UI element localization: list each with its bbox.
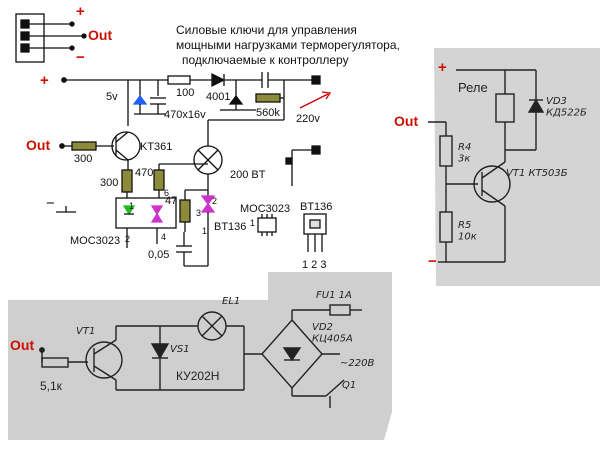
right-schematic <box>428 69 545 263</box>
title-line-2: мощными нагрузками терморегулятора, <box>176 38 400 52</box>
bottom-resistor: 5,1к <box>40 379 63 393</box>
zener-right <box>228 94 244 105</box>
title-line-1: Силовые ключи для управления <box>176 23 357 37</box>
bottom-vt1: VT1 <box>76 326 95 337</box>
ground-minus: − <box>46 195 55 212</box>
top-labels: Силовые ключи для управления мощными наг… <box>26 3 400 271</box>
resistor-470 <box>153 169 165 191</box>
pin-6: 6 <box>164 188 169 198</box>
bottom-mains: ~220В <box>340 358 374 369</box>
triac-pin-1: 1 <box>202 226 207 236</box>
label-moc3023: MOC3023 <box>70 235 120 247</box>
label-r300-led: 300 <box>100 177 118 189</box>
switch-terminal <box>311 145 321 155</box>
resistor-300-led <box>121 169 133 193</box>
right-vt1: VT1 КТ503Б <box>506 168 568 179</box>
label-kt361: KT361 <box>140 141 172 153</box>
label-r47: 47 <box>165 195 177 207</box>
pkg-bt-pins: 1 2 3 <box>302 259 326 271</box>
pin-2: 2 <box>125 234 130 244</box>
title-line-3: подключаемые к контроллеру <box>182 53 349 67</box>
resistor-100-body <box>167 75 191 85</box>
label-560k: 560k <box>256 107 280 119</box>
label-r470: 470 <box>135 167 153 179</box>
pkg-moc-label: MOC3023 <box>240 203 290 215</box>
bottom-el1: EL1 <box>222 296 240 307</box>
connector-plus: + <box>76 3 85 20</box>
triac-bt136 <box>200 195 216 206</box>
resistor-300-base <box>71 141 97 151</box>
mains-terminal <box>311 75 321 85</box>
bottom-vs1: VS1 <box>170 344 190 355</box>
right-minus: − <box>428 253 437 270</box>
resistor-47 <box>179 199 191 223</box>
moc-package <box>257 217 277 233</box>
bottom-q1: Q1 <box>342 380 356 391</box>
resistor-560k-body <box>255 93 281 103</box>
label-220v: 220v <box>296 113 320 125</box>
right-relay: Реле <box>458 80 488 95</box>
scan-right-background <box>434 48 600 286</box>
right-out: Out <box>394 113 418 129</box>
label-cap-470: 470x16v <box>164 109 206 121</box>
bottom-fu1: FU1 1A <box>316 290 352 301</box>
pkg-moc-pin: 1 <box>250 218 255 228</box>
zener-diode <box>132 94 148 105</box>
transistor-kt361 <box>111 131 141 161</box>
optocoupler-moc3023 <box>115 197 177 229</box>
pkg-bt-label: BT136 <box>300 201 332 213</box>
label-cap-005: 0,05 <box>148 249 169 261</box>
label-bt136: BT136 <box>214 221 246 233</box>
triac-pin-2: 2 <box>212 196 217 206</box>
diode-4001 <box>211 72 226 88</box>
label-lamp: 200 BT <box>230 169 266 181</box>
opto-led <box>122 205 136 216</box>
bottom-out: Out <box>10 337 34 353</box>
connector-out: Out <box>88 27 112 43</box>
out-label-top: Out <box>26 137 50 153</box>
connector-minus: − <box>76 49 85 66</box>
top-schematic <box>15 13 332 267</box>
pin-4: 4 <box>161 232 166 242</box>
label-r300-base: 300 <box>74 153 92 165</box>
connector-block <box>15 13 87 63</box>
transistor-vt1-right <box>473 165 511 203</box>
label-r100: 100 <box>176 87 194 99</box>
right-plus: + <box>438 59 447 76</box>
pin-1: 1 <box>129 201 134 211</box>
bottom-schematic <box>39 304 362 408</box>
supply-plus: + <box>40 72 49 89</box>
transistor-vt1-bottom <box>85 341 123 379</box>
triac-pin-3: 3 <box>196 208 201 218</box>
label-5v: 5v <box>106 91 118 103</box>
label-4001: 4001 <box>206 91 230 103</box>
thyristor-vs1 <box>150 343 170 360</box>
bottom-thyristor: КУ202Н <box>176 369 219 383</box>
scan-bottom-background <box>8 272 392 440</box>
